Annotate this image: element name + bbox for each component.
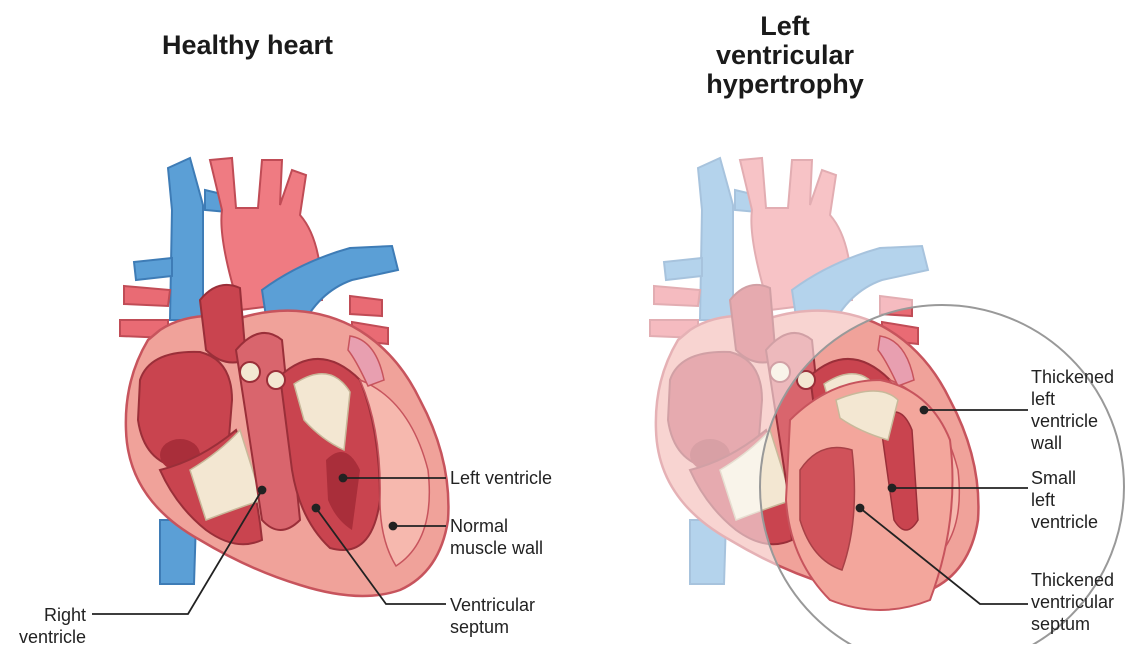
label-normal-muscle-wall: Normal muscle wall xyxy=(450,515,543,559)
healthy-heart-illustration xyxy=(120,158,448,596)
label-thickened-septum: Thickened ventricular septum xyxy=(1031,569,1114,635)
label-small-lv: Small left ventricle xyxy=(1031,467,1098,533)
label-ventricular-septum: Ventricular septum xyxy=(450,594,535,638)
label-left-ventricle: Left ventricle xyxy=(450,467,552,489)
label-thickened-lv-wall: Thickened left ventricle wall xyxy=(1031,366,1114,454)
label-right-ventricle: Right ventricle xyxy=(10,604,86,648)
